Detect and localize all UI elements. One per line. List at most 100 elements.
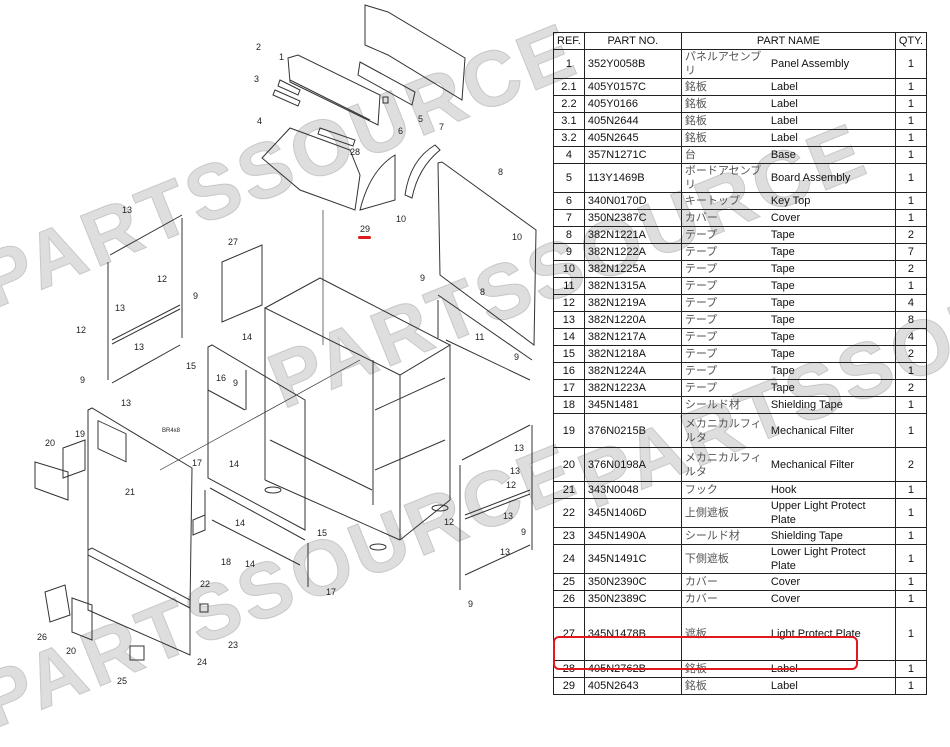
- callout-label: 10: [512, 232, 522, 242]
- cell-qty: 1: [894, 146, 928, 164]
- highlight-underline: [358, 236, 371, 239]
- callout-label: 9: [468, 599, 473, 609]
- callout-label: 5: [418, 114, 423, 124]
- cell-part-no: 343N0048: [583, 481, 682, 499]
- callout-label: 21: [125, 487, 135, 497]
- cell-part-no: 350N2390C: [583, 573, 682, 591]
- cell-part-name-jp: カバー: [680, 590, 768, 608]
- cell-part-name-jp: カバー: [680, 209, 768, 227]
- cell-part-name-jp: 銘板: [680, 677, 768, 695]
- cell-part-no: 350N2389C: [583, 590, 682, 608]
- cell-part-no: 382N1225A: [583, 260, 682, 278]
- cell-part-name-en: Label: [767, 677, 896, 695]
- cell-qty: 2: [894, 345, 928, 363]
- cell-qty: 1: [894, 112, 928, 130]
- cell-qty: 1: [894, 527, 928, 545]
- cell-part-no: 382N1219A: [583, 294, 682, 312]
- callout-label: 24: [197, 657, 207, 667]
- callout-label: 20: [45, 438, 55, 448]
- cell-part-name-en: Label: [767, 129, 896, 147]
- cell-part-name-jp: テープ: [680, 345, 768, 363]
- callout-label: 9: [233, 378, 238, 388]
- cell-qty: 1: [894, 498, 928, 528]
- cell-part-name-en: Tape: [767, 260, 896, 278]
- callout-label: 13: [115, 303, 125, 313]
- cell-part-no: 376N0198A: [583, 447, 682, 482]
- callout-label: 29: [360, 224, 370, 234]
- cell-ref: 23: [553, 527, 585, 545]
- cell-ref: 12: [553, 294, 585, 312]
- cell-qty: 1: [894, 660, 928, 678]
- cell-part-name-jp: 銘板: [680, 129, 768, 147]
- screw-label: BR4x8: [162, 428, 181, 434]
- callout-label: 23: [228, 640, 238, 650]
- cell-ref: 5: [553, 163, 585, 193]
- callout-label: 9: [193, 291, 198, 301]
- callout-label: 17: [326, 587, 336, 597]
- callout-label: 16: [216, 373, 226, 383]
- callout-label: 14: [242, 332, 252, 342]
- cell-part-name-en: Key Top: [767, 192, 896, 210]
- cell-qty: 2: [894, 226, 928, 244]
- cell-ref: 1: [553, 49, 585, 79]
- cell-part-name-en: Hook: [767, 481, 896, 499]
- callout-label: 3: [254, 74, 259, 84]
- callout-label: 13: [503, 511, 513, 521]
- cell-part-no: 382N1224A: [583, 362, 682, 380]
- cell-part-no: 352Y0058B: [583, 49, 682, 79]
- cell-qty: 1: [894, 49, 928, 79]
- callout-label: 9: [514, 352, 519, 362]
- cell-part-no: 345N1491C: [583, 544, 682, 574]
- callout-label: 13: [122, 205, 132, 215]
- callout-label: 17: [192, 458, 202, 468]
- cell-qty: 1: [894, 362, 928, 380]
- cell-qty: 2: [894, 447, 928, 482]
- cell-part-name-en: Tape: [767, 294, 896, 312]
- cell-part-name-en: Tape: [767, 243, 896, 261]
- cell-part-name-en: Upper Light Protect Plate: [767, 498, 896, 528]
- cell-qty: 7: [894, 243, 928, 261]
- cell-part-name-en: Label: [767, 78, 896, 96]
- cell-part-no: 345N1481: [583, 396, 682, 414]
- callout-label: 14: [235, 518, 245, 528]
- cell-qty: 8: [894, 311, 928, 329]
- cell-part-name-en: Mechanical Filter: [767, 413, 896, 448]
- cell-part-name-jp: テープ: [680, 294, 768, 312]
- cell-ref: 3.1: [553, 112, 585, 130]
- cell-ref: 10: [553, 260, 585, 278]
- cell-part-no: 382N1218A: [583, 345, 682, 363]
- cell-part-no: 345N1490A: [583, 527, 682, 545]
- cell-part-name-en: Label: [767, 112, 896, 130]
- cell-ref: 16: [553, 362, 585, 380]
- callout-label: 25: [117, 676, 127, 686]
- cell-part-name-jp: テープ: [680, 243, 768, 261]
- cell-part-no: 405N2645: [583, 129, 682, 147]
- callout-label: 28: [350, 147, 360, 157]
- header-part-no: PART NO.: [583, 32, 682, 50]
- cell-part-name-jp: フック: [680, 481, 768, 499]
- cell-qty: 1: [894, 396, 928, 414]
- cell-part-name-jp: カバー: [680, 573, 768, 591]
- cell-ref: 21: [553, 481, 585, 499]
- cell-part-no: 357N1271C: [583, 146, 682, 164]
- callout-label: 15: [186, 361, 196, 371]
- cell-ref: 15: [553, 345, 585, 363]
- cell-qty: 1: [894, 544, 928, 574]
- callout-label: 20: [66, 646, 76, 656]
- callout-label: 13: [514, 443, 524, 453]
- cell-part-no: 382N1221A: [583, 226, 682, 244]
